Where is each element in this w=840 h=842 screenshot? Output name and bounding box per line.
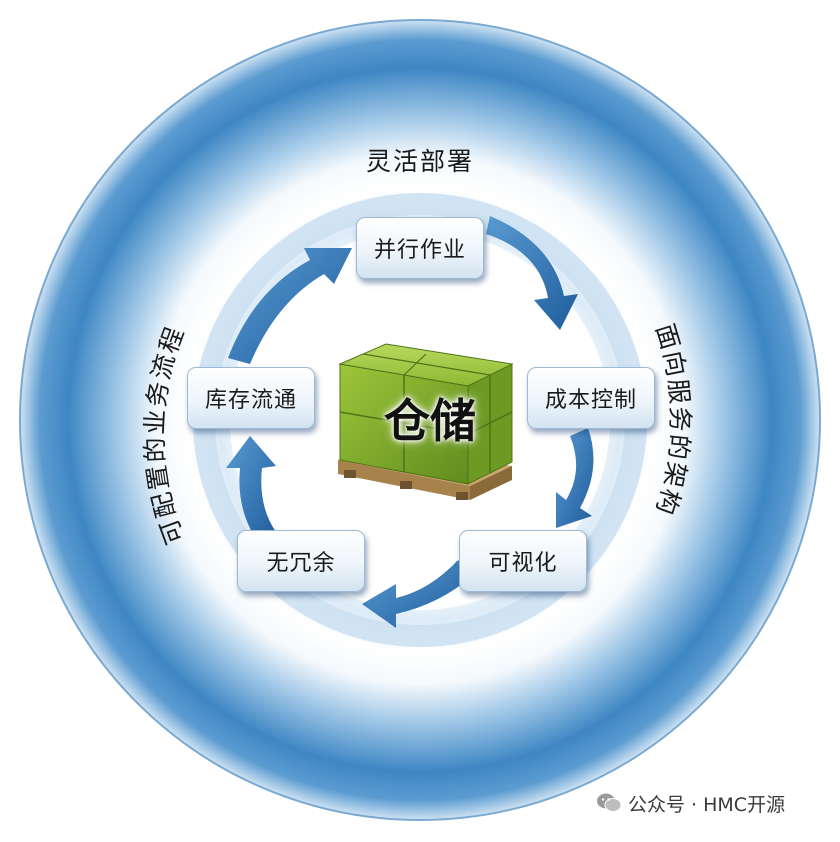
arrow-bottom [362, 560, 472, 628]
warehouse-pallet-icon [338, 343, 514, 500]
arrow-right [556, 428, 594, 528]
ring-label-top: 灵活部署 [366, 147, 474, 176]
watermark: 公众号 · HMC开源 [596, 788, 826, 818]
step-box-noredundancy: 无冗余 [237, 530, 365, 592]
arrow-top-left [228, 248, 352, 364]
arrow-top-right [486, 216, 578, 330]
center-label: 仓储 [384, 394, 476, 448]
arrow-left [226, 436, 276, 542]
step-box-inventory: 库存流通 [187, 367, 315, 429]
step-box-visual: 可视化 [459, 530, 587, 592]
watermark-text: 公众号 · HMC开源 [628, 793, 786, 816]
wechat-icon [597, 793, 622, 812]
cycle-arrows [226, 216, 594, 628]
step-box-parallel: 并行作业 [356, 217, 484, 279]
step-box-cost: 成本控制 [527, 367, 655, 429]
